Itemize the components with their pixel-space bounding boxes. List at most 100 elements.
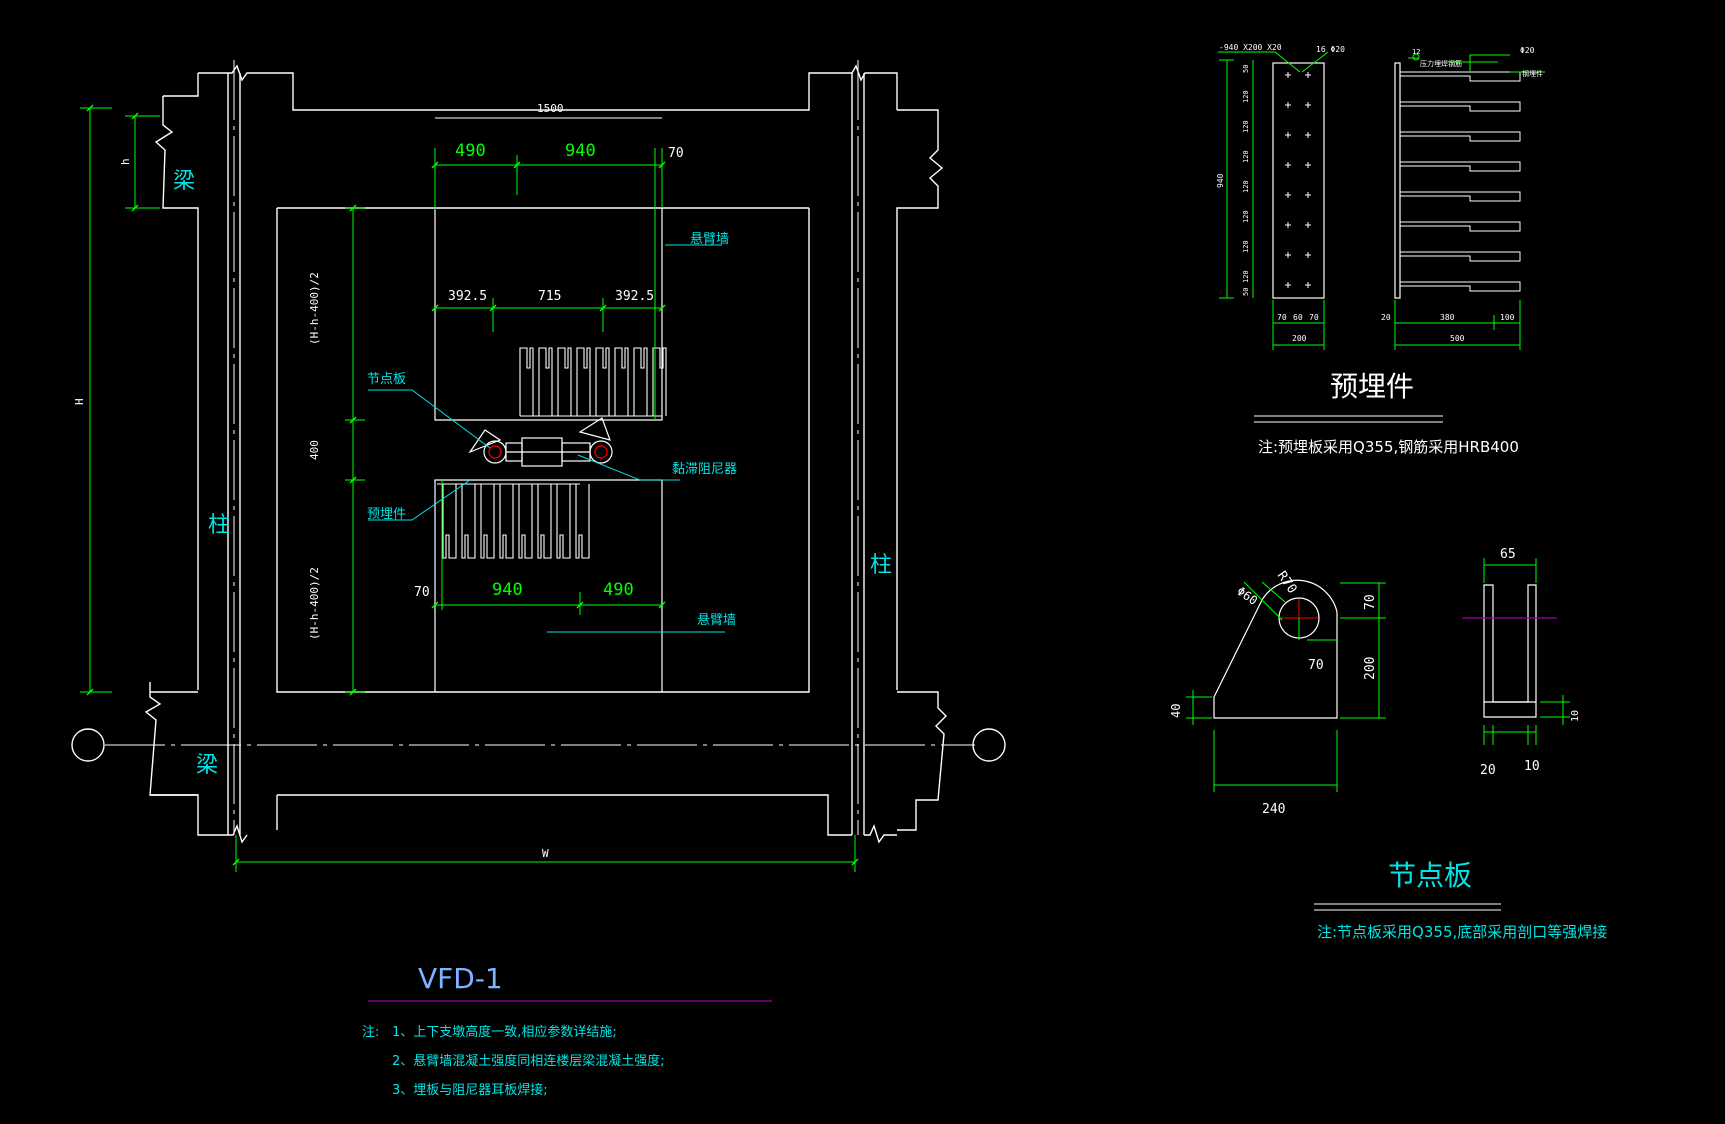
label-column-left: 柱 bbox=[208, 513, 230, 538]
label-beam-top: 梁 bbox=[173, 169, 195, 194]
cantilever-walls bbox=[434, 208, 663, 692]
embed-anchor-bar: 压力埋焊钢筋 bbox=[1420, 59, 1462, 68]
dim-h: h bbox=[119, 158, 132, 165]
frame-structure bbox=[144, 64, 947, 844]
embed-leader-dot bbox=[1412, 53, 1420, 61]
embed-bar-lower bbox=[556, 484, 571, 559]
embed-front-60: 60 bbox=[1293, 313, 1303, 322]
embed-spacing-text: 120 bbox=[1242, 270, 1250, 283]
dim-top-940: 940 bbox=[565, 141, 596, 161]
dim-middle-400: 400 bbox=[308, 440, 321, 460]
gusset-dimensions bbox=[1186, 558, 1570, 792]
embed-side-20: 20 bbox=[1381, 313, 1391, 322]
dim-bottom-70: 70 bbox=[414, 585, 430, 600]
axis-bubble-left bbox=[71, 728, 105, 762]
embed-bar-lower bbox=[575, 484, 590, 559]
axis-bubble-right bbox=[972, 728, 1006, 762]
viscous-damper bbox=[468, 417, 613, 467]
embedded-front-view bbox=[1272, 62, 1325, 299]
label-column-right: 柱 bbox=[870, 553, 892, 578]
main-title: VFD-1 bbox=[418, 962, 503, 995]
embed-bar-lower bbox=[480, 484, 495, 559]
embed-spacing-text: 50 bbox=[1242, 65, 1250, 73]
embed-bar-spec: 16 Φ20 bbox=[1316, 45, 1345, 54]
gusset-side-view bbox=[1483, 584, 1537, 718]
side-bar bbox=[1400, 71, 1521, 82]
embed-bar-lower bbox=[537, 484, 552, 559]
dim-mid-392-right: 392.5 bbox=[615, 289, 654, 304]
dim-ticks bbox=[86, 104, 859, 866]
dim-top-490: 490 bbox=[455, 141, 486, 161]
embed-steel-plate: 钢埋件 bbox=[1522, 69, 1543, 78]
embed-plate-spec: -940 X200 X20 bbox=[1219, 43, 1282, 52]
label-cantilever-top: 悬臂墙 bbox=[690, 232, 729, 247]
gusset-front-view bbox=[1213, 579, 1338, 719]
label-beam-bottom: 梁 bbox=[196, 753, 218, 778]
dim-bottom-940: 940 bbox=[492, 580, 523, 600]
embed-bar-spec-right: Φ20 bbox=[1520, 46, 1535, 55]
side-bar bbox=[1400, 221, 1521, 232]
embedded-bars-upper bbox=[519, 347, 667, 421]
embed-front-70a: 70 bbox=[1277, 313, 1287, 322]
embed-spacing-text: 120 bbox=[1242, 150, 1250, 163]
embed-spacing-text: 50 bbox=[1242, 288, 1250, 296]
embed-title: 预埋件 bbox=[1330, 370, 1414, 403]
label-gusset: 节点板 bbox=[367, 372, 406, 387]
side-bar bbox=[1400, 191, 1521, 202]
embed-side-100: 100 bbox=[1500, 313, 1515, 322]
main-dimensions bbox=[80, 107, 856, 872]
embedded-bars-lower bbox=[437, 479, 590, 559]
gusset-width-240: 240 bbox=[1262, 802, 1285, 817]
side-bar bbox=[1400, 161, 1521, 172]
embed-bar-upper bbox=[633, 347, 648, 416]
gusset-title: 节点板 bbox=[1388, 859, 1472, 892]
embed-side-width: 500 bbox=[1450, 334, 1465, 343]
embed-bar-lower bbox=[518, 484, 533, 559]
notes-prefix: 注: bbox=[362, 1025, 379, 1040]
embed-bar-upper bbox=[614, 347, 629, 416]
gusset-hole: Φ60 bbox=[1234, 584, 1260, 608]
embed-bar-upper bbox=[557, 347, 572, 416]
gusset-note: 注:节点板采用Q355,底部采用剖口等强焊接 bbox=[1317, 923, 1607, 941]
embed-spacing-text: 120 bbox=[1242, 120, 1250, 133]
side-bar bbox=[1400, 281, 1521, 292]
embedded-anchor-holes bbox=[1285, 72, 1311, 288]
leaders bbox=[368, 244, 725, 633]
side-bar bbox=[1400, 251, 1521, 262]
dim-1500-text: 1500 bbox=[537, 102, 564, 115]
dim-W: W bbox=[542, 847, 549, 860]
dim-bottom-490: 490 bbox=[603, 580, 634, 600]
note-item-2: 2、悬臂墙混凝土强度同相连楼层梁混凝土强度; bbox=[392, 1053, 665, 1069]
embed-bar-upper bbox=[652, 347, 667, 416]
embed-bar-lower bbox=[461, 484, 476, 559]
embed-spacing-text: 120 bbox=[1242, 210, 1250, 223]
label-embedded: 预埋件 bbox=[367, 507, 406, 522]
dim-mid-715: 715 bbox=[538, 289, 561, 304]
embedded-leaders bbox=[1218, 51, 1545, 73]
dim-upper-part: (H-h-400)/2 bbox=[308, 272, 321, 345]
embed-height-total: 940 bbox=[1216, 173, 1225, 188]
embed-front-70b: 70 bbox=[1309, 313, 1319, 322]
embed-note: 注:预埋板采用Q355,钢筋采用HRB400 bbox=[1258, 438, 1519, 456]
embed-front-width: 200 bbox=[1292, 334, 1307, 343]
gusset-center-70: 70 bbox=[1308, 658, 1324, 673]
embed-bar-upper bbox=[576, 347, 591, 416]
gusset-side-10: 10 bbox=[1524, 759, 1540, 774]
note-item-1: 1、上下支墩高度一致,相应参数详结施; bbox=[392, 1024, 617, 1040]
embedded-side-view bbox=[1394, 62, 1401, 299]
embed-bar-count: 12 bbox=[1412, 48, 1420, 56]
side-bar bbox=[1400, 101, 1521, 112]
embedded-side-bars bbox=[1400, 71, 1521, 292]
embed-spacing-text: 120 bbox=[1242, 240, 1250, 253]
label-cantilever-bottom: 悬臂墙 bbox=[697, 613, 736, 628]
embed-bar-upper bbox=[538, 347, 553, 416]
embed-side-380: 380 bbox=[1440, 313, 1455, 322]
axis-lines bbox=[105, 60, 975, 835]
embed-bar-lower bbox=[499, 484, 514, 559]
gusset-height-200: 200 bbox=[1363, 657, 1378, 680]
embed-bar-upper bbox=[519, 347, 534, 416]
gusset-side-65: 65 bbox=[1500, 547, 1516, 562]
gusset-top-70: 70 bbox=[1363, 594, 1378, 610]
